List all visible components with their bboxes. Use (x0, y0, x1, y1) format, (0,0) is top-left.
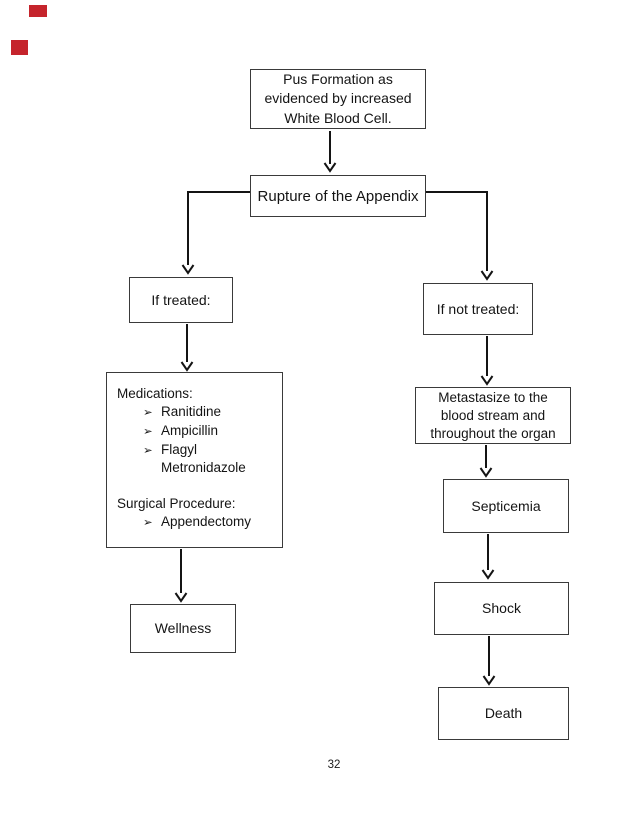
node-septicemia: Septicemia (443, 479, 569, 533)
surgical-item-label: Appendectomy (161, 514, 252, 529)
medication-item: ➢ Ampicillin (143, 422, 276, 441)
arrowhead-icon (181, 264, 195, 275)
node-rupture-of-appendix: Rupture of the Appendix (250, 175, 426, 217)
node-shock: Shock (434, 582, 569, 635)
node-if-treated: If treated: (129, 277, 233, 323)
page-number: 32 (327, 759, 341, 771)
red-scan-mark (29, 5, 47, 17)
arrowhead-icon (480, 375, 494, 386)
arrowhead-icon (174, 592, 188, 603)
arrowhead-icon (479, 467, 493, 478)
medication-item-label: Ranitidine (161, 404, 222, 419)
surgical-item: ➢ Appendectomy (143, 513, 276, 532)
arrowhead-icon (323, 162, 337, 173)
connector-rupture-to-if-not-treated (425, 191, 488, 271)
node-pus-formation: Pus Formation as evidenced by increased … (250, 69, 426, 129)
node-medications-surgical: Medications: ➢ Ranitidine ➢ Ampicillin ➢… (106, 372, 283, 548)
arrow-bullet-icon: ➢ (143, 407, 153, 419)
node-death: Death (438, 687, 569, 740)
node-if-not-treated: If not treated: (423, 283, 533, 335)
medication-item: ➢ Ranitidine (143, 403, 276, 422)
connector-rupture-to-if-treated (187, 191, 251, 265)
arrowhead-icon (482, 675, 496, 686)
spacer (117, 477, 276, 495)
arrowhead-icon (180, 361, 194, 372)
node-metastasize: Metastasize to the blood stream and thro… (415, 387, 571, 444)
medication-item-label: Ampicillin (161, 423, 219, 438)
surgical-procedure-heading: Surgical Procedure: (117, 496, 236, 511)
medication-item-label: Flagyl Metronidazole (161, 442, 246, 475)
node-wellness: Wellness (130, 604, 236, 653)
arrowhead-icon (480, 270, 494, 281)
arrowhead-icon (481, 569, 495, 580)
red-scan-mark (11, 40, 28, 55)
arrow-bullet-icon: ➢ (143, 445, 153, 457)
arrow-bullet-icon: ➢ (143, 426, 153, 438)
arrow-bullet-icon: ➢ (143, 517, 153, 529)
medications-heading: Medications: (117, 386, 193, 401)
medication-item: ➢ Flagyl Metronidazole (143, 441, 276, 477)
